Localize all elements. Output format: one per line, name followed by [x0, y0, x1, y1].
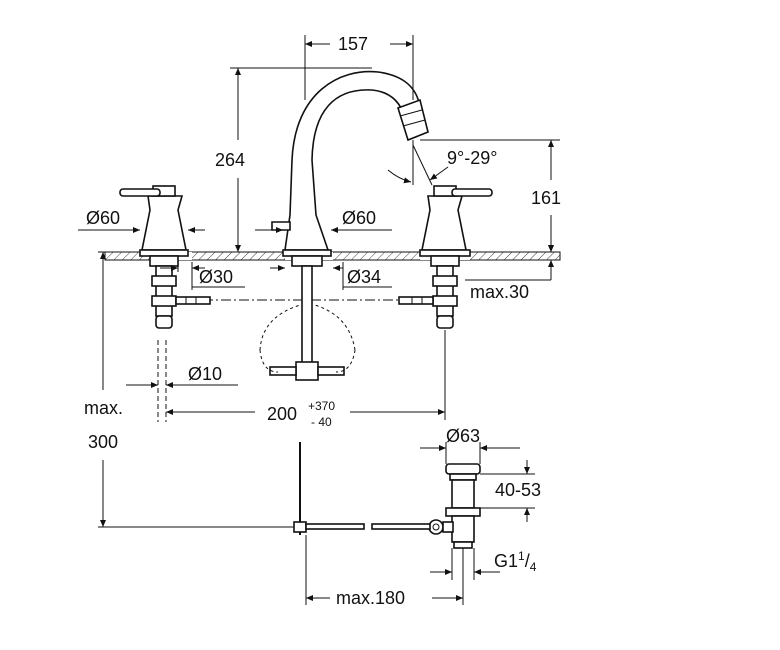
thread-main: G1 — [494, 551, 518, 571]
max-label: max. — [84, 398, 123, 418]
spread-main-label: 200 — [267, 404, 297, 424]
handle-base-diameter-label: Ø60 — [86, 208, 120, 228]
rod-length-label: max.180 — [336, 588, 405, 608]
drain-range-label: 40-53 — [495, 480, 541, 500]
dimension-lines — [78, 35, 560, 605]
thread-numerator: 1 — [518, 549, 525, 563]
spout-hole-diameter-label: Ø34 — [347, 267, 381, 287]
spout-height-label: 264 — [215, 150, 245, 170]
handle-hole-diameter-label: Ø30 — [199, 267, 233, 287]
thread-label: G11/4 — [494, 549, 537, 574]
spout-assembly — [259, 70, 429, 381]
spout-base-diameter-label: Ø60 — [342, 208, 376, 228]
spout-reach-label: 157 — [338, 34, 368, 54]
deck-thickness-label: max.30 — [470, 282, 529, 302]
drain-assembly — [282, 442, 481, 549]
left-handle-assembly — [119, 185, 211, 329]
thread-slash: / — [525, 551, 530, 571]
handle-height-label: 161 — [531, 188, 561, 208]
thread-denominator: 4 — [530, 560, 537, 574]
max-depth-label: 300 — [88, 432, 118, 452]
drain-diameter-label: Ø63 — [446, 426, 480, 446]
spread-plus-label: +370 — [308, 399, 335, 413]
right-handle-assembly — [398, 185, 493, 329]
spout-angle-label: 9°-29° — [447, 148, 497, 168]
hose-diameter-label: Ø10 — [188, 364, 222, 384]
spread-minus-label: - 40 — [311, 415, 332, 429]
dimension-labels: 157 264 9°-29° 161 Ø60 Ø60 Ø30 Ø34 max.3… — [84, 34, 561, 608]
